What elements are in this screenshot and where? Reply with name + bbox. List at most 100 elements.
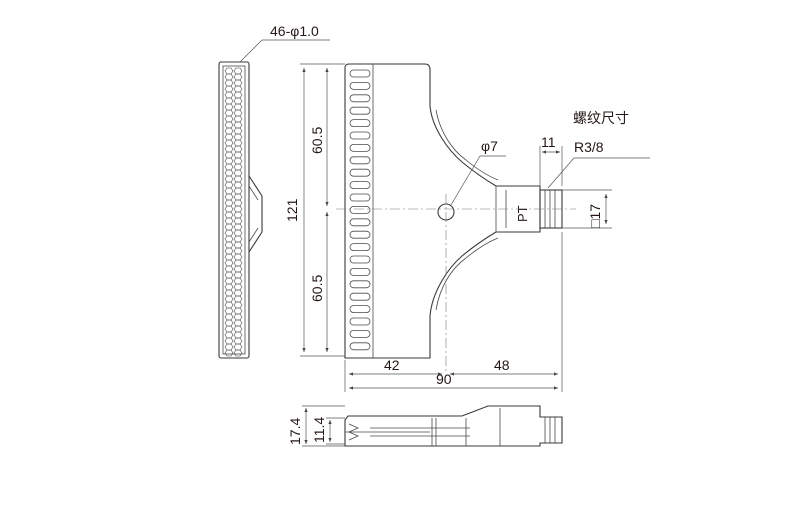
nozzle-hole	[233, 337, 243, 345]
upper-half-label: 60.5	[309, 127, 325, 154]
nozzle-hole	[233, 181, 243, 189]
nozzle-slot	[349, 106, 371, 115]
lower-half-label: 60.5	[309, 275, 325, 302]
nozzle-hole	[233, 229, 243, 237]
nozzle-hole	[233, 97, 243, 105]
nozzle-hole	[224, 289, 234, 297]
nozzle-slot	[349, 181, 371, 190]
nozzle-hole	[224, 295, 234, 303]
nozzle-hole	[224, 109, 234, 117]
overall-height-label: 121	[284, 198, 300, 222]
nozzle-hole	[233, 343, 243, 351]
nozzle-hole	[224, 91, 234, 99]
nozzle-hole	[224, 73, 234, 81]
nozzle-hole	[224, 169, 234, 177]
nozzle-slot	[349, 218, 371, 227]
holes-label: 46-φ1.0	[270, 23, 319, 39]
nozzle-hole	[224, 85, 234, 93]
nozzle-hole	[233, 157, 243, 165]
nozzle-slot	[349, 243, 371, 252]
nozzle-hole	[224, 253, 234, 261]
nozzle-hole	[224, 145, 234, 153]
hex-size-label: □17	[587, 204, 603, 228]
nozzle-hole	[233, 217, 243, 225]
nozzle-hole	[233, 289, 243, 297]
nozzle-hole	[233, 247, 243, 255]
nozzle-hole	[224, 313, 234, 321]
thread-title-label: 螺纹尺寸	[573, 110, 629, 126]
nozzle-hole	[224, 133, 234, 141]
nozzle-hole	[224, 301, 234, 309]
nozzle-hole	[224, 115, 234, 123]
nozzle-hole	[224, 307, 234, 315]
nozzle-hole	[233, 295, 243, 303]
overall-width-label: 90	[436, 371, 452, 387]
pt-label: PT	[515, 205, 530, 222]
left-width-label: 42	[384, 357, 400, 373]
nozzle-slot	[349, 255, 371, 264]
nozzle-hole	[224, 319, 234, 327]
nozzle-hole	[233, 259, 243, 267]
nozzle-hole	[233, 103, 243, 111]
nozzle-hole	[224, 235, 234, 243]
side-inner-label: 11.4	[311, 417, 327, 443]
nozzle-hole	[224, 139, 234, 147]
nozzle-slot	[349, 193, 371, 202]
nozzle-hole	[233, 307, 243, 315]
nozzle-hole	[233, 187, 243, 195]
nozzle-hole	[224, 193, 234, 201]
nozzle-hole	[224, 337, 234, 345]
nozzle-slot	[349, 131, 371, 140]
nozzle-slot	[349, 69, 371, 78]
nozzle-hole	[233, 169, 243, 177]
nozzle-slot	[349, 280, 371, 289]
nozzle-hole	[233, 67, 243, 75]
front-view: PT	[336, 63, 576, 372]
nozzle-hole	[233, 133, 243, 141]
nozzle-hole	[224, 121, 234, 129]
nozzle-slot	[349, 143, 371, 152]
thread-spec-label: R3/8	[574, 139, 604, 155]
nozzle-hole	[233, 139, 243, 147]
nozzle-slot	[349, 292, 371, 301]
nozzle-slot	[349, 329, 371, 338]
nozzle-hole	[233, 73, 243, 81]
nozzle-hole	[224, 265, 234, 273]
nozzle-hole	[233, 115, 243, 123]
nozzle-hole	[233, 253, 243, 261]
nozzle-hole	[224, 103, 234, 111]
nozzle-hole	[224, 151, 234, 159]
nozzle-hole	[233, 151, 243, 159]
nozzle-hole	[224, 205, 234, 213]
nozzle-slot	[349, 205, 371, 214]
right-width-label: 48	[494, 357, 510, 373]
nozzle-hole	[224, 97, 234, 105]
nozzle-hole	[224, 325, 234, 333]
nozzle-hole	[224, 229, 234, 237]
nozzle-hole	[233, 235, 243, 243]
nozzle-hole	[224, 277, 234, 285]
nozzle-slot	[349, 305, 371, 314]
nozzle-hole	[233, 193, 243, 201]
nozzle-slot	[349, 119, 371, 127]
nozzle-hole-pattern	[224, 67, 243, 357]
nozzle-hole	[224, 211, 234, 219]
nozzle-slots	[349, 69, 371, 351]
nozzle-hole	[224, 349, 234, 357]
nozzle-hole	[233, 283, 243, 291]
nozzle-hole	[224, 247, 234, 255]
nozzle-hole	[233, 277, 243, 285]
nozzle-hole	[224, 199, 234, 207]
nozzle-hole	[233, 265, 243, 273]
nozzle-hole	[233, 241, 243, 249]
nozzle-hole	[224, 343, 234, 351]
nozzle-hole	[224, 271, 234, 279]
edge-view: 46-φ1.0	[218, 23, 330, 359]
nozzle-hole	[224, 259, 234, 267]
nozzle-hole	[233, 85, 243, 93]
hole-diameter-label: φ7	[481, 138, 498, 154]
side-view: 17.4 11.4	[287, 405, 563, 447]
nozzle-hole	[233, 271, 243, 279]
nozzle-hole	[233, 199, 243, 207]
